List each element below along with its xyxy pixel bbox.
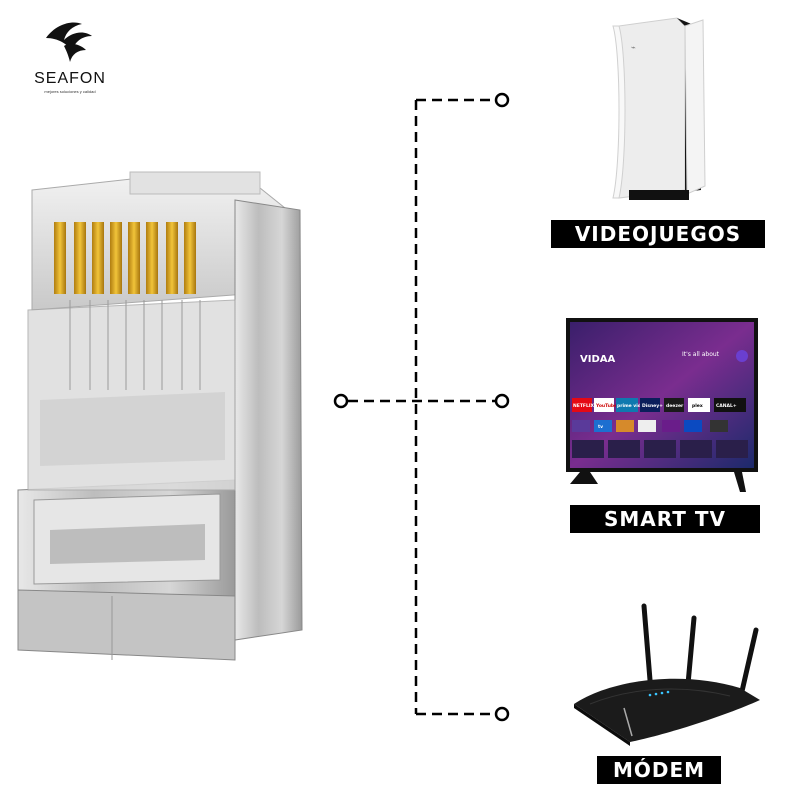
videojuegos-dot	[494, 92, 510, 108]
gold-pins	[54, 222, 196, 294]
tv-greeting: It's all about	[682, 351, 720, 358]
seafon-bird-icon	[46, 22, 92, 62]
tv-brand: VIDAA	[580, 354, 616, 365]
tv-app-disney: Disney+	[642, 403, 663, 409]
device-label-smart-tv: SMART TV	[570, 505, 760, 533]
tv-app-canal: CANAL+	[716, 403, 737, 409]
modem-dot	[494, 706, 510, 722]
brand-tagline: mejores soluciones y calidad	[44, 89, 96, 94]
device-label-modem: MÓDEM	[597, 756, 721, 784]
device-label-videojuegos: VIDEOJUEGOS	[551, 220, 765, 248]
tv-app-plex: plex	[692, 403, 703, 409]
brand-logo: SEAFON mejores soluciones y calidad	[18, 20, 122, 94]
router-icon	[574, 603, 760, 746]
connector-dot	[333, 393, 349, 409]
smart-tv-dot	[494, 393, 510, 409]
tv-app-deezer: deezer	[666, 403, 684, 409]
tv-app-netflix: NETFLIX	[573, 403, 595, 409]
tv-app-tv: tv	[598, 424, 603, 430]
svg-text:⌁: ⌁	[631, 43, 636, 52]
tv-app-youtube: YouTube	[595, 403, 617, 409]
game-console-icon: ⌁	[612, 17, 706, 200]
tv-app-prime: prime video	[617, 403, 647, 409]
smart-tv-icon: VIDAA It's all about NETFLIX YouTube pri…	[566, 318, 758, 492]
rj45-connector-image	[17, 171, 303, 661]
brand-name: SEAFON	[34, 70, 106, 87]
